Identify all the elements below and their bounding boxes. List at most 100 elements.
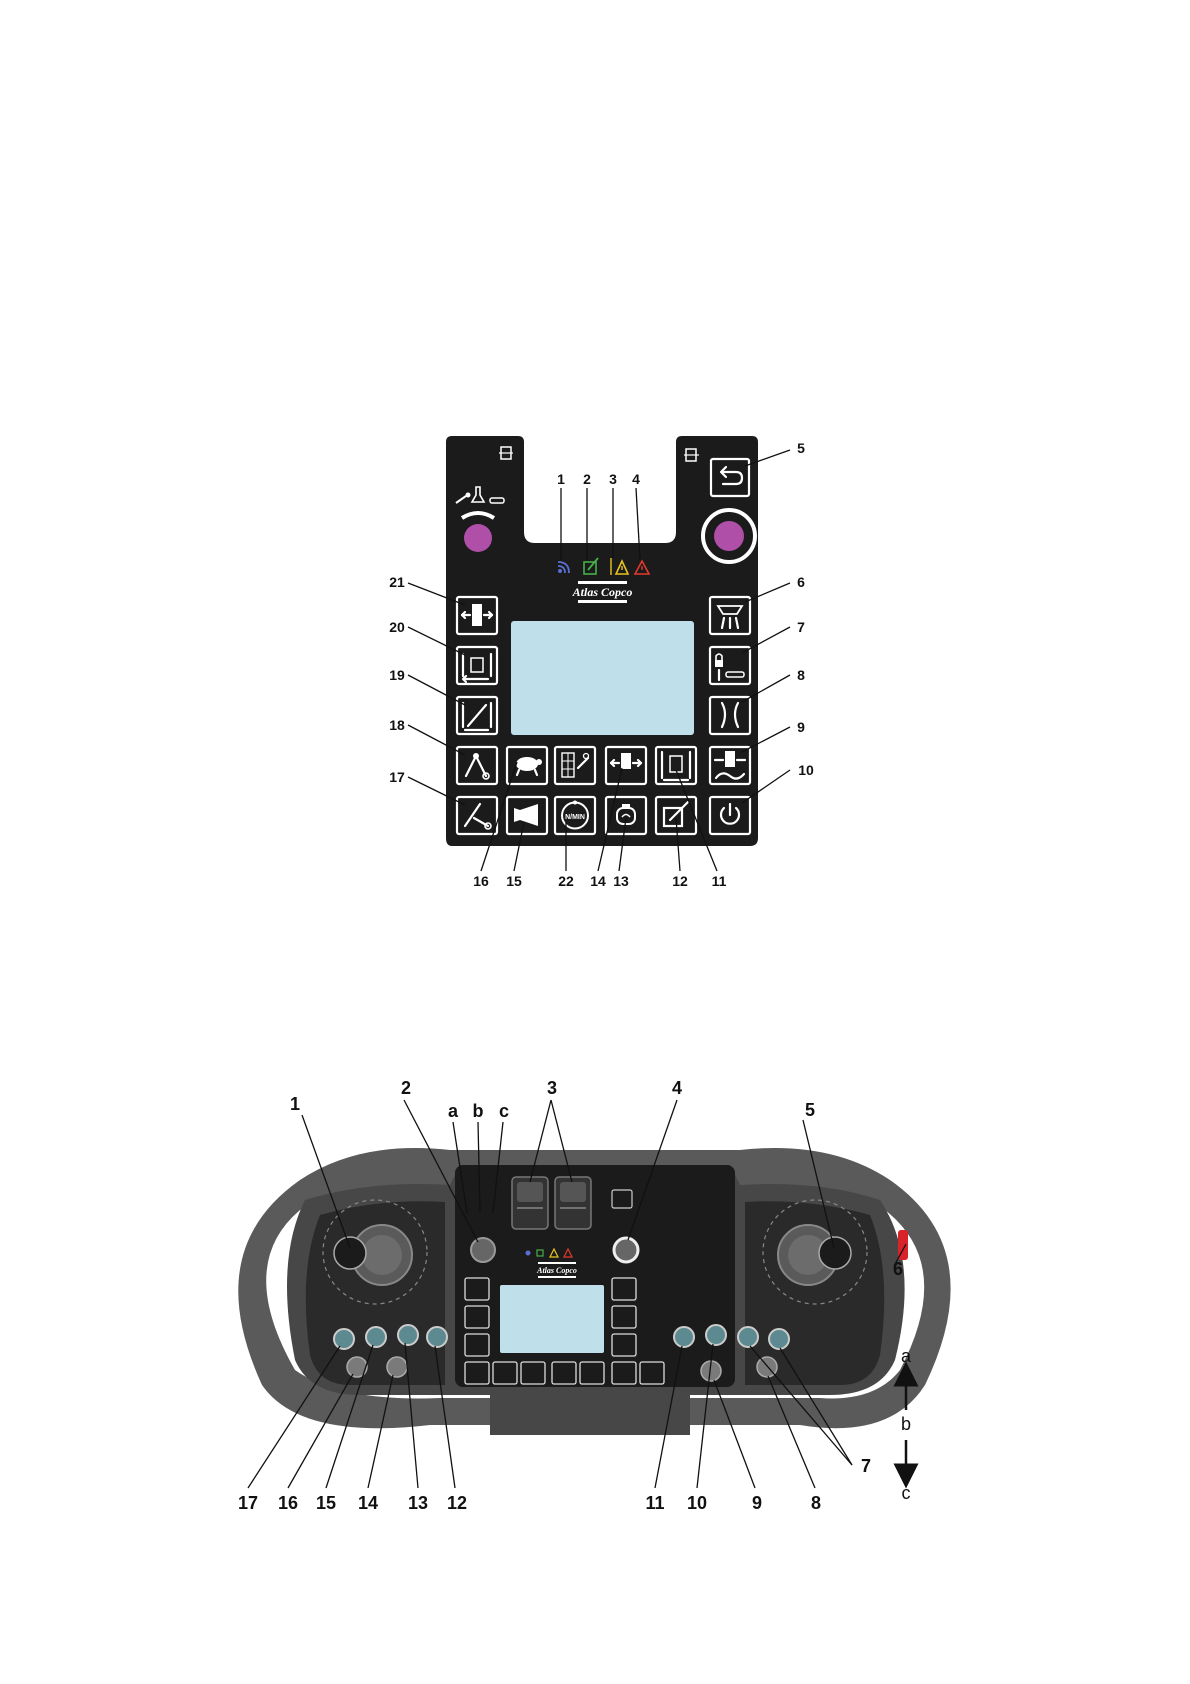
remote-back-button[interactable] [612,1190,632,1208]
toggle-switch[interactable] [427,1327,447,1347]
remote-button[interactable] [521,1362,545,1384]
rod-handling-button[interactable] [710,747,750,784]
svg-text:17: 17 [389,769,405,785]
feed-jaws-button[interactable] [710,697,750,734]
boom-arm-button[interactable] [457,747,497,784]
slow-mode-button[interactable] [507,747,547,784]
power-button[interactable] [710,797,750,834]
display-screen [511,621,694,735]
svg-text:3: 3 [609,471,617,487]
svg-text:17: 17 [238,1493,258,1513]
remote-display-screen [500,1285,604,1353]
tilt-mode-button[interactable] [457,697,497,734]
rocker-switch-left[interactable] [512,1177,548,1229]
svg-text:8: 8 [811,1493,821,1513]
svg-text:11: 11 [645,1493,664,1513]
svg-text:22: 22 [558,873,574,889]
toggle-switch[interactable] [398,1325,418,1345]
toggle-switch[interactable] [769,1329,789,1349]
svg-text:4: 4 [672,1078,682,1098]
rod-change-button[interactable] [656,747,696,784]
svg-text:12: 12 [447,1493,467,1513]
edit-button[interactable] [656,797,696,834]
rpm-button[interactable]: N/MIN [555,797,595,834]
rocker-switch-right[interactable] [555,1177,591,1229]
remote-button[interactable] [580,1362,604,1384]
toggle-switch[interactable] [366,1327,386,1347]
svg-text:14: 14 [590,873,606,889]
svg-text:b: b [901,1414,911,1434]
svg-text:4: 4 [632,471,640,487]
rotation-mode-button[interactable] [457,647,497,684]
remote-right-knob[interactable] [614,1238,638,1262]
flushing-button[interactable] [710,597,750,634]
engine-button[interactable] [606,797,646,834]
remote-button[interactable] [612,1362,636,1384]
svg-text:9: 9 [797,719,805,735]
svg-text:15: 15 [506,873,522,889]
svg-text:6: 6 [797,574,805,590]
svg-text:16: 16 [473,873,489,889]
left-purple-knob[interactable] [464,524,492,552]
horn-button[interactable] [507,797,547,834]
rotary-knob[interactable] [387,1357,407,1377]
svg-text:20: 20 [389,619,405,635]
svg-text:1: 1 [290,1094,300,1114]
remote-button[interactable] [612,1306,636,1328]
centralizer-button[interactable] [606,747,646,784]
toggle-switch[interactable] [738,1327,758,1347]
svg-text:13: 13 [613,873,629,889]
remote-button[interactable] [465,1306,489,1328]
svg-text:21: 21 [389,574,405,590]
svg-text:15: 15 [316,1493,336,1513]
spread-button[interactable] [457,597,497,634]
svg-text:14: 14 [358,1493,378,1513]
svg-text:a: a [901,1346,912,1366]
svg-text:11: 11 [712,873,727,889]
svg-text:13: 13 [408,1493,428,1513]
toggle-switch[interactable] [706,1325,726,1345]
remote-left-emergency-knob[interactable] [471,1238,495,1262]
rpm-button-text: N/MIN [565,814,585,821]
remote-button[interactable] [612,1334,636,1356]
svg-text:12: 12 [672,873,688,889]
remote-right-buttons [612,1278,636,1356]
svg-text:2: 2 [401,1078,411,1098]
svg-text:Atlas Copco: Atlas Copco [572,585,633,599]
toggle-switch[interactable] [334,1329,354,1349]
svg-text:16: 16 [278,1493,298,1513]
svg-text:c: c [902,1483,911,1503]
remote-button[interactable] [640,1362,664,1384]
control-panel-figure: Atlas Copco [389,436,814,889]
remote-button[interactable] [465,1362,489,1384]
svg-text:2: 2 [583,471,591,487]
remote-left-buttons [465,1278,489,1356]
remote-center-panel [455,1165,735,1387]
remote-button[interactable] [465,1334,489,1356]
svg-text:10: 10 [687,1493,707,1513]
svg-text:3: 3 [547,1078,557,1098]
svg-text:5: 5 [805,1100,815,1120]
remote-control-figure: Atlas Copco [238,1078,951,1513]
svg-text:6: 6 [893,1259,903,1279]
svg-text:7: 7 [797,619,805,635]
remote-button[interactable] [493,1362,517,1384]
right-purple-button[interactable] [714,521,744,551]
boom-tilt-button[interactable] [457,797,497,834]
remote-button[interactable] [465,1278,489,1300]
svg-text:c: c [499,1101,509,1121]
toggle-switch[interactable] [674,1327,694,1347]
rod-counter-button[interactable] [555,747,595,784]
svg-text:7: 7 [861,1456,871,1476]
remote-button[interactable] [612,1278,636,1300]
remote-button[interactable] [552,1362,576,1384]
svg-text:8: 8 [797,667,805,683]
svg-text:b: b [473,1101,484,1121]
svg-text:1: 1 [557,471,565,487]
svg-text:9: 9 [752,1493,762,1513]
svg-text:Atlas Copco: Atlas Copco [536,1266,577,1275]
svg-text:19: 19 [389,667,405,683]
remote-bottom-buttons [465,1362,664,1384]
back-button[interactable] [711,459,749,496]
